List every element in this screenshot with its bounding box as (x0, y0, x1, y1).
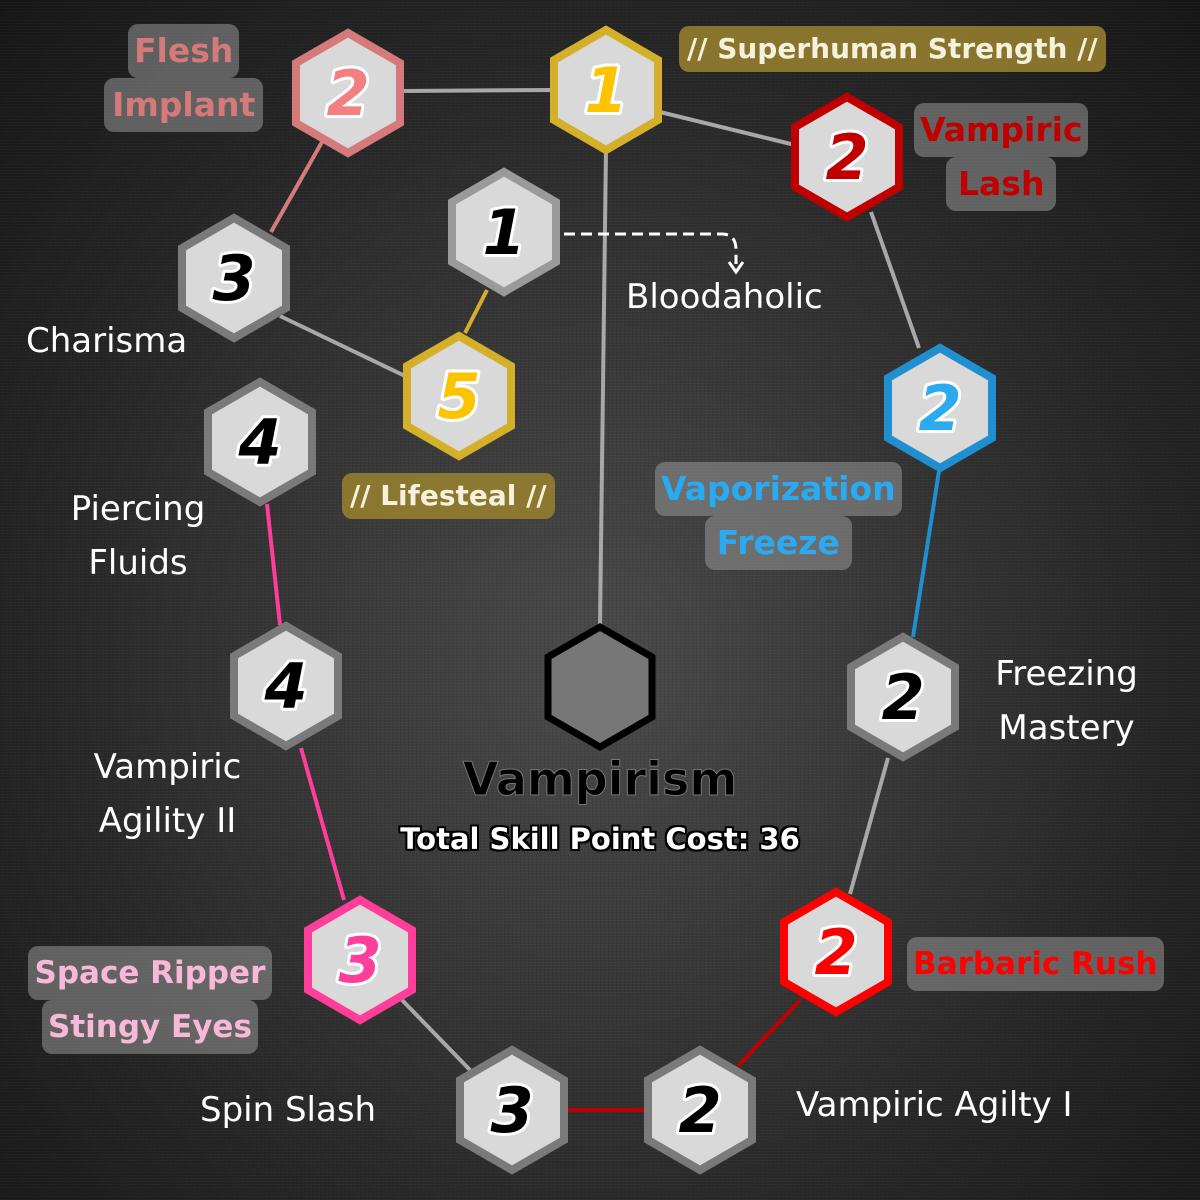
node-cost: 5 (437, 360, 480, 433)
label-space-ripper-stingy-eyes: Space Ripper Stingy Eyes (28, 946, 272, 1054)
edge-superhuman-flesh (399, 88, 553, 93)
hexagon-icon (456, 1045, 568, 1175)
label-vampiric-agility-ii: Vampiric Agility II (80, 740, 255, 848)
node-bloodaholic[interactable]: 1 (448, 167, 560, 297)
label-line: Mastery (998, 708, 1135, 748)
label-line: Implant (104, 78, 264, 132)
edge-charisma-lifesteal (279, 314, 406, 378)
label-line: Agility II (98, 801, 237, 841)
node-cost: 1 (584, 54, 627, 127)
label-vaporization-freeze: Vaporization Freeze (655, 462, 902, 570)
hexagon-icon (780, 887, 892, 1017)
label-vampiric-lash: Vampiric Lash (914, 103, 1089, 211)
hexagon-icon (304, 895, 416, 1025)
node-vampiric-agilty-i[interactable]: 2 (644, 1045, 756, 1175)
hexagon-icon (403, 331, 515, 461)
edge-agility-ii-piercing (265, 503, 282, 626)
edge-barbaric-agilty-i (736, 998, 802, 1068)
hexagon-icon (884, 343, 996, 473)
node-flesh-implant[interactable]: 2 (292, 28, 404, 158)
hexagon-icon (544, 622, 656, 752)
label-flesh-implant: Flesh Implant (104, 24, 264, 132)
label-line: Vampiric (914, 103, 1089, 157)
label-line: Space Ripper (28, 946, 272, 1000)
label-line: Freezing (995, 654, 1138, 694)
edge-superhuman-lash (659, 110, 796, 147)
edge-vaporization-freezing (911, 470, 941, 638)
node-vampiric-lash[interactable]: 2 (791, 92, 903, 222)
label-superhuman-strength: // Superhuman Strength // (679, 26, 1106, 72)
tree-title: Vampirism (462, 752, 738, 807)
label-barbaric-rush: Barbaric Rush (907, 937, 1164, 991)
hexagon-icon (230, 621, 342, 751)
hexagon-icon (550, 25, 662, 155)
node-cost: 1 (482, 196, 525, 269)
hexagon-icon (644, 1045, 756, 1175)
edge-bloodaholic-dashed (564, 232, 738, 264)
label-line: Vaporization (655, 462, 902, 516)
hexagon-icon (292, 28, 404, 158)
node-vaporization-freeze[interactable]: 2 (884, 343, 996, 473)
node-superhuman-strength[interactable]: 1 (550, 25, 662, 155)
node-cost: 3 (212, 242, 255, 315)
node-cost: 3 (338, 924, 381, 997)
node-cost: 2 (678, 1074, 721, 1147)
node-charisma[interactable]: 3 (178, 213, 290, 343)
label-vampiric-agilty-i: Vampiric Agilty I (796, 1085, 1073, 1125)
label-line: Lash (946, 157, 1057, 211)
edge-spin-spaceripper (400, 998, 472, 1072)
hexagon-icon (791, 92, 903, 222)
total-cost-label: Total Skill Point Cost: 36 (400, 822, 800, 856)
label-line: Flesh (128, 24, 240, 78)
hexagon-icon (204, 377, 316, 507)
label-freezing-mastery: Freezing Mastery (984, 647, 1149, 755)
node-cost: 2 (814, 916, 857, 989)
node-cost: 3 (490, 1074, 533, 1147)
node-spin-slash[interactable]: 3 (456, 1045, 568, 1175)
node-space-ripper-stingy-eyes[interactable]: 3 (304, 895, 416, 1025)
edge-spaceripper-agility-ii (299, 747, 346, 901)
node-vampirism-root[interactable] (544, 622, 656, 752)
edge-lifesteal-bloodaholic (463, 289, 489, 334)
label-spin-slash: Spin Slash (200, 1090, 377, 1130)
node-cost: 2 (825, 121, 868, 194)
label-piercing-fluids: Piercing Fluids (58, 482, 218, 590)
node-piercing-fluids[interactable]: 4 (204, 377, 316, 507)
node-cost: 2 (326, 57, 369, 130)
label-line: Freeze (705, 516, 852, 570)
node-barbaric-rush[interactable]: 2 (780, 887, 892, 1017)
edge-vampirism-superhuman (598, 147, 608, 626)
label-line: Stingy Eyes (42, 1000, 258, 1054)
edge-freezing-barbaric (848, 757, 890, 895)
label-charisma: Charisma (26, 321, 188, 361)
label-line: Fluids (88, 543, 188, 583)
node-vampiric-agility-ii[interactable]: 4 (230, 621, 342, 751)
connectors (265, 88, 941, 1112)
label-line: Piercing (70, 489, 206, 529)
node-cost: 4 (263, 650, 307, 723)
hexagon-icon (847, 632, 959, 762)
label-bloodaholic: Bloodaholic (626, 277, 823, 317)
node-cost: 2 (918, 372, 961, 445)
node-freezing-mastery[interactable]: 2 (847, 632, 959, 762)
label-line: Vampiric (93, 747, 242, 787)
node-cost: 2 (881, 661, 924, 734)
label-lifesteal: // Lifesteal // (342, 473, 555, 519)
edge-lash-vaporization (869, 211, 921, 349)
hexagon-icon (448, 167, 560, 297)
hexagon-icon (178, 213, 290, 343)
arrowhead-icon (727, 261, 745, 275)
node-lifesteal[interactable]: 5 (403, 331, 515, 461)
node-cost: 4 (237, 406, 281, 479)
edge-flesh-charisma (269, 141, 324, 233)
